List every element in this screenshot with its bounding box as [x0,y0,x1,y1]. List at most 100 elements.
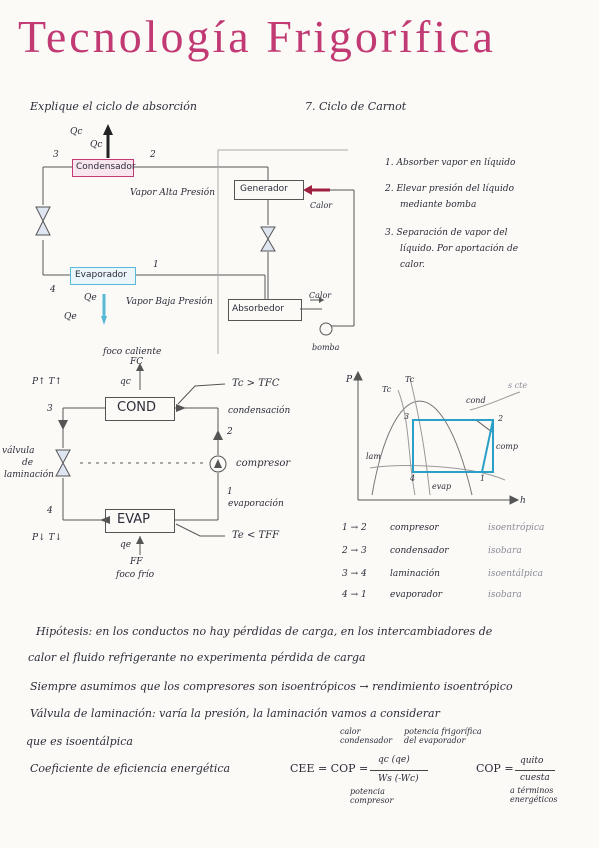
potencia-compresor-label: potencia compresor [350,787,394,805]
absorbedor-box [228,299,302,321]
cee-cop-label: CEE = COP = [290,762,369,775]
evap-ph-label: evap [432,482,452,491]
potencia-foco-label: potencia frigorífica del evaporador [404,727,482,745]
hipotesis-line-5: que es isoentálpica [26,735,133,748]
evaporador-label: Evaporador [75,270,127,280]
condensador-label: Condensador [76,162,136,172]
de-label: de [22,458,34,468]
valvula-label: válvula [2,446,35,456]
s-cte-label: s cte [508,381,528,390]
ph-point-1: 1 [480,474,486,483]
step-1: 1. Absorber vapor en líquido [385,158,516,168]
foco-frio-label: foco frío [116,570,154,580]
node-1-abs: 1 [153,260,159,270]
process-1-step: 1 → 2 [342,523,367,533]
fraction-bar-2 [515,770,555,771]
ph-point-2: 2 [498,414,504,423]
qc-top-label: Qc [90,140,103,150]
calor-generador-label: Calor [310,201,333,210]
vapor-alta-label: Vapor Alta Presión [130,188,215,198]
bomba-label: bomba [312,343,340,352]
calor-absorbedor-label: Calor [309,291,332,300]
te-lt-label: Te < TFF [232,530,280,541]
qe-cycle-label: qe [120,540,132,550]
cond-box [105,397,175,421]
cop-denominator: cuesta [520,773,550,783]
step-2: 2. Elevar presión del líquido [385,184,515,194]
ff-label: FF [130,557,143,567]
terminos-energeticos-label: a términos energéticos [510,786,558,804]
tc-gt-label: Tc > TFC [232,378,280,389]
lam-ph-label: lam [366,452,381,461]
qe-label: Qe [64,312,77,322]
process-4-step: 4 → 1 [342,590,367,600]
question-absorcion: Explique el ciclo de absorción [30,100,198,113]
compresor-label: compresor [236,458,291,469]
vapor-baja-label: Vapor Baja Presión [126,297,213,307]
process-2-name: condensador [390,546,449,556]
hipotesis-line-1: Hipótesis: en los conductos no hay pérdi… [36,625,493,638]
generador-label: Generador [240,184,288,194]
formula-numerator: qc (qe) [378,755,410,765]
process-3-name: laminación [390,569,440,579]
fc-label: FC [130,357,144,367]
page-title: Tecnología Frigorífica [18,11,496,62]
process-2-type: isobara [488,546,522,556]
node-4-cycle: 4 [47,506,53,516]
calor-condensador-label: calor condensador [340,727,393,745]
foco-caliente-label: foco caliente [103,347,162,357]
hipotesis-line-3: Siempre asumimos que los compresores son… [30,680,513,693]
p-t-up-label: P↑ T↑ [32,377,63,387]
ph-point-3: 3 [404,412,410,421]
evaporador-box [70,267,136,285]
step-3: 3. Separación de vapor del [385,228,508,238]
qc-label: Qc [70,127,83,137]
condensacion-label: condensación [228,406,291,416]
process-1-type: isoentrópica [488,523,545,533]
formula-label: Coeficiente de eficiencia energética [30,762,231,775]
question-carnot: 7. Ciclo de Carnot [305,100,407,113]
pump-icon [319,322,333,336]
h-axis-label: h [520,496,526,506]
evaporacion-label: evaporación [228,499,284,509]
cop-2-label: COP = [476,762,514,775]
step-3-line3: calor. [400,260,425,270]
ph-point-4: 4 [410,474,416,483]
comp-ph-label: comp [496,442,519,451]
laminacion-label: laminación [4,470,54,480]
process-3-step: 3 → 4 [342,569,367,579]
compressor-icon [209,455,227,473]
node-1-cycle: 1 [227,487,233,497]
hipotesis-line-2: calor el fluido refrigerante no experime… [28,651,366,664]
absorbedor-label: Absorbedor [232,304,284,314]
qe-small-label: Qe [84,293,97,303]
p-axis-label: P [346,375,353,385]
process-2-step: 2 → 3 [342,546,367,556]
tc-curve-2-label: Tc [405,375,415,384]
evap-box [105,509,175,533]
generador-box [234,180,304,200]
p-t-down-label: P↓ T↓ [32,533,63,543]
tc-curve-1-label: Tc [382,385,392,394]
node-2-cycle: 2 [227,427,233,437]
node-4-abs: 4 [50,285,56,295]
step-2-line2: mediante bomba [400,200,477,210]
process-3-type: isoentálpica [488,569,543,579]
condensador-box [72,159,134,177]
process-1-name: compresor [390,523,439,533]
node-3-abs: 3 [53,150,59,160]
process-4-type: isobara [488,590,522,600]
qc-cycle-label: qc [120,377,131,387]
evap-label: EVAP [117,512,151,527]
cop-numerator: quito [520,756,544,766]
hipotesis-line-4: Válvula de laminación: varía la presión,… [30,707,440,720]
process-4-name: evaporador [390,590,443,600]
node-2-abs: 2 [150,150,156,160]
cond-label: COND [117,400,157,415]
formula-denominator: Ws (-Wc) [378,774,419,784]
cond-ph-label: cond [466,396,486,405]
step-3-line2: líquido. Por aportación de [400,244,519,254]
fraction-bar-1 [370,770,428,771]
